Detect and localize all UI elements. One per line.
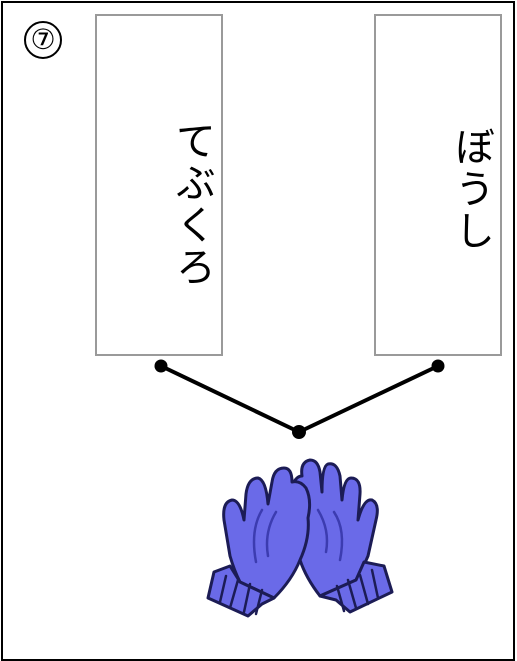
connector-line-right xyxy=(298,364,439,434)
word-card-label: ぼうし xyxy=(448,126,494,252)
gloves-icon xyxy=(206,458,394,618)
left-glove xyxy=(206,466,312,618)
question-number: ⑦ xyxy=(24,21,62,59)
card-left-dot[interactable] xyxy=(154,359,168,373)
picture-dot[interactable] xyxy=(292,425,306,439)
card-right-dot[interactable] xyxy=(431,359,445,373)
word-card-boushi[interactable]: ぼうし xyxy=(374,14,502,356)
connector-line-left xyxy=(160,364,300,434)
word-card-tebukuro[interactable]: てぶくろ xyxy=(95,14,223,356)
word-card-label: てぶくろ xyxy=(169,120,215,288)
